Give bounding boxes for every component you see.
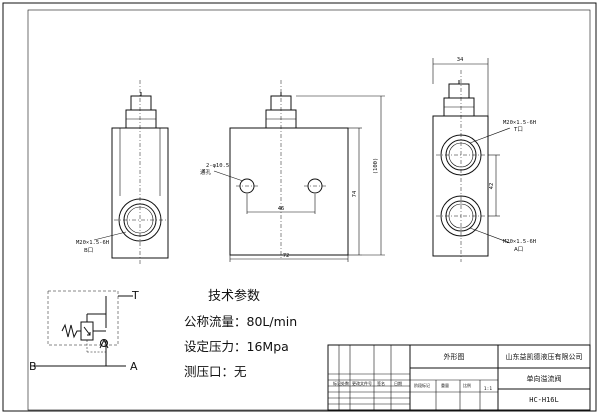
title-block: [327, 344, 591, 411]
title-drawing-type: 外形图: [444, 352, 465, 361]
dim-side-width: 34: [457, 57, 464, 63]
title-col-change: 更改文件号: [352, 380, 372, 386]
pilot-holes-note: 通孔: [200, 168, 212, 176]
pilot-holes-label: 2-φ10.5: [206, 163, 229, 169]
tech-params-heading: 技术参数: [208, 288, 260, 304]
dim-front-width: 72: [283, 253, 290, 259]
tech-param-pressure: 设定压力：16Mpa: [184, 339, 289, 354]
title-col-stage: 阶段标记: [414, 382, 430, 388]
sheet-border: [2, 2, 597, 412]
port-a-thread-label: M20×1.5-6H: [503, 239, 536, 245]
port-b-thread-label: M20×1.5-6H: [76, 240, 109, 246]
title-company: 山东益凯德液压有限公司: [506, 352, 583, 361]
right-side-view: [432, 58, 511, 262]
left-side-view: [93, 80, 169, 265]
title-col-mark: 标记: [333, 380, 341, 386]
tech-param-gauge-port: 测压口：无: [184, 364, 247, 379]
title-col-sign: 签名: [377, 380, 385, 386]
schematic-port-t: T: [131, 289, 139, 302]
port-a-name-label: A口: [514, 246, 523, 253]
front-view: [213, 80, 385, 262]
title-col-weight: 重量: [441, 382, 449, 388]
title-ratio: 1:1: [484, 386, 492, 392]
dim-front-height: 74: [352, 190, 358, 197]
title-part-name: 单向溢流阀: [527, 374, 562, 383]
sheet-inner-frame: [27, 9, 591, 411]
title-col-count: 处数: [341, 380, 349, 386]
title-drawing-no: HC-H16L: [529, 396, 559, 404]
spring-icon: [61, 323, 81, 339]
port-t-thread-label: M20×1.5-6H: [503, 120, 536, 126]
dim-port-spacing: 42: [489, 183, 495, 190]
tech-param-flow: 公称流量：80L/min: [184, 314, 297, 329]
port-b-name-label: B口: [84, 247, 93, 254]
title-col-date: 日期: [394, 380, 402, 386]
port-t-name-label: T口: [513, 126, 523, 133]
schematic-port-a: A: [130, 360, 138, 373]
schematic-port-b: B: [29, 360, 37, 373]
dim-front-total-height: (100): [373, 158, 379, 175]
dim-hole-spacing: 46: [278, 206, 285, 212]
hydraulic-schematic: [34, 290, 133, 367]
title-col-scale: 比例: [463, 382, 471, 388]
